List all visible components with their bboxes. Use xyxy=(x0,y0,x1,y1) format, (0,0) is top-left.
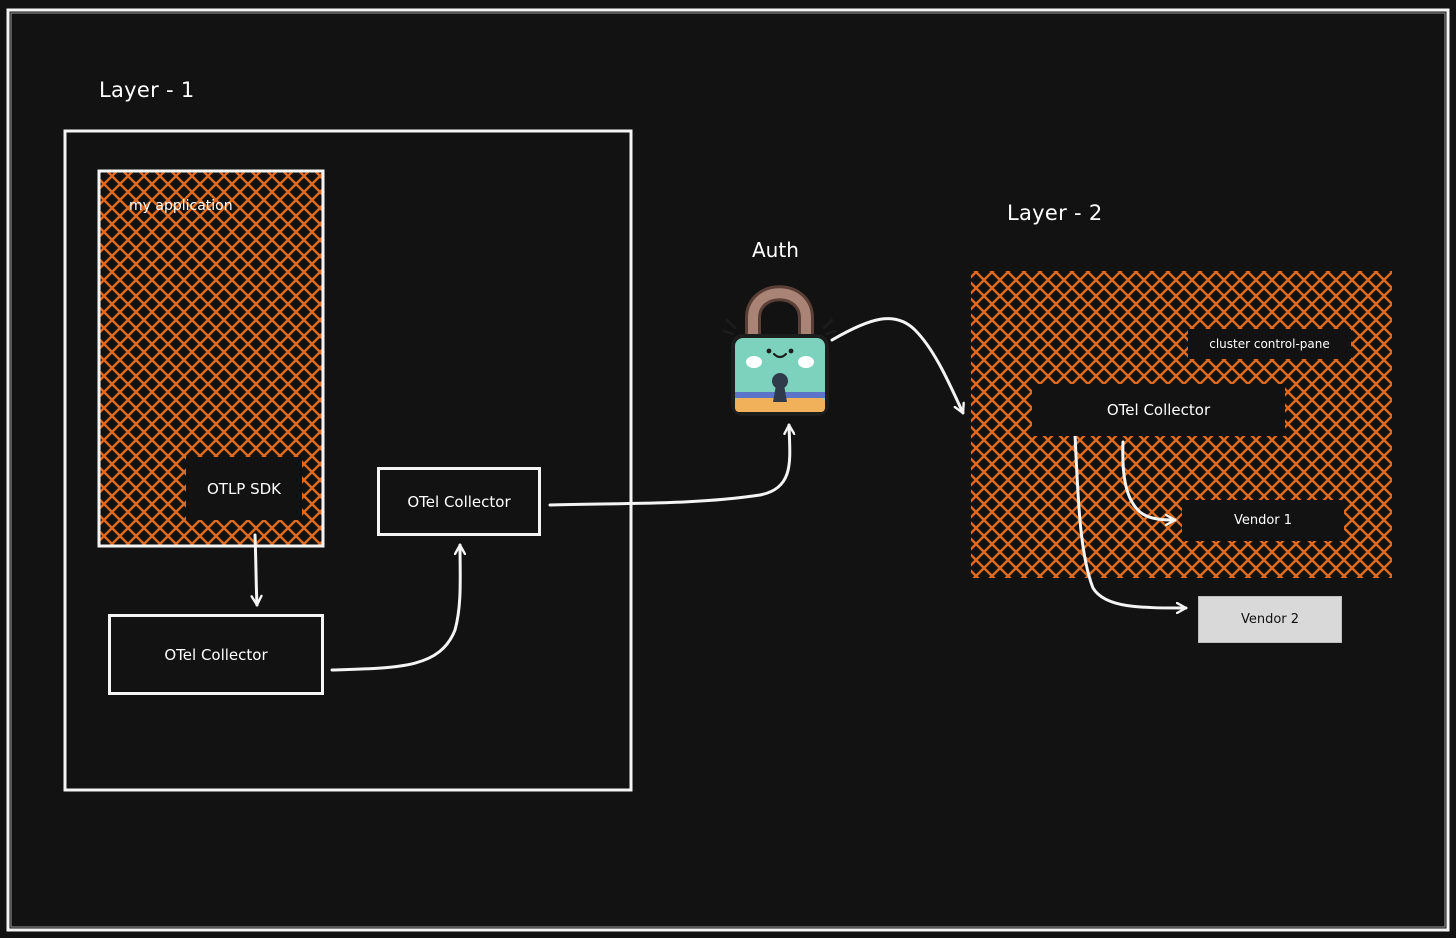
layer1-title: Layer - 1 xyxy=(99,78,195,102)
otel-collector-right-label: OTel Collector xyxy=(407,492,511,511)
otel-collector-bottom-label: OTel Collector xyxy=(164,645,268,664)
otlp-sdk-label: OTLP SDK xyxy=(206,479,282,498)
layer2-title: Layer - 2 xyxy=(1007,201,1103,225)
vendor2-node: Vendor 2 xyxy=(1198,596,1342,643)
arrow-collector-to-vendor1 xyxy=(1121,440,1177,520)
otel-collector-layer2-node: OTel Collector xyxy=(1032,384,1285,436)
arrow-collector-to-auth xyxy=(548,423,790,507)
arrow-collector-to-vendor2 xyxy=(1073,432,1188,608)
layer1-container xyxy=(63,129,633,792)
application-label: my application xyxy=(129,198,233,214)
otel-collector-bottom-node: OTel Collector xyxy=(108,614,324,695)
cluster-control-pane-node: cluster control-pane xyxy=(1188,329,1351,359)
arrow-auth-to-layer2 xyxy=(830,317,963,415)
arrow-sdk-to-collector xyxy=(255,533,257,607)
cluster-control-pane-label: cluster control-pane xyxy=(1209,337,1330,351)
outer-frame-sketch xyxy=(10,12,1446,928)
padlock-icon xyxy=(722,285,837,416)
otel-collector-right-node: OTel Collector xyxy=(377,467,541,536)
vendor1-label: Vendor 1 xyxy=(1233,513,1293,528)
otlp-sdk-node: OTLP SDK xyxy=(186,457,302,520)
auth-label: Auth xyxy=(752,238,799,262)
arrow-collector-to-collector xyxy=(330,543,460,672)
outer-frame xyxy=(6,8,1450,932)
otel-collector-layer2-label: OTel Collector xyxy=(1106,401,1211,419)
vendor1-node: Vendor 1 xyxy=(1182,500,1344,541)
vendor2-label: Vendor 2 xyxy=(1240,612,1300,627)
